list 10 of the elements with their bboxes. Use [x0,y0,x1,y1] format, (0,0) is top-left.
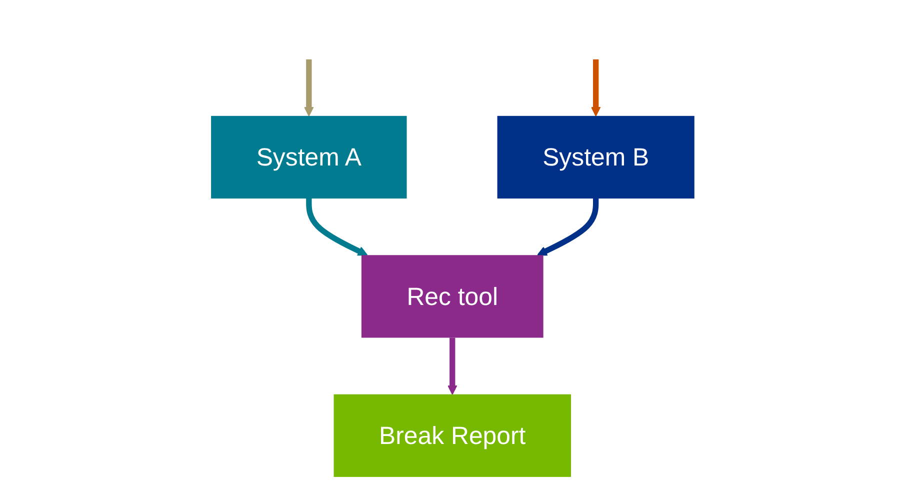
arrow [591,59,602,116]
arrow [306,198,368,256]
arrow [537,198,599,256]
node-box [362,255,544,338]
arrow [304,59,314,116]
node-box [498,116,695,199]
node-box [334,394,572,477]
flowchart: System A System B Rec tool Break Report [202,5,704,486]
arrow [448,338,458,395]
node-box [211,116,408,199]
